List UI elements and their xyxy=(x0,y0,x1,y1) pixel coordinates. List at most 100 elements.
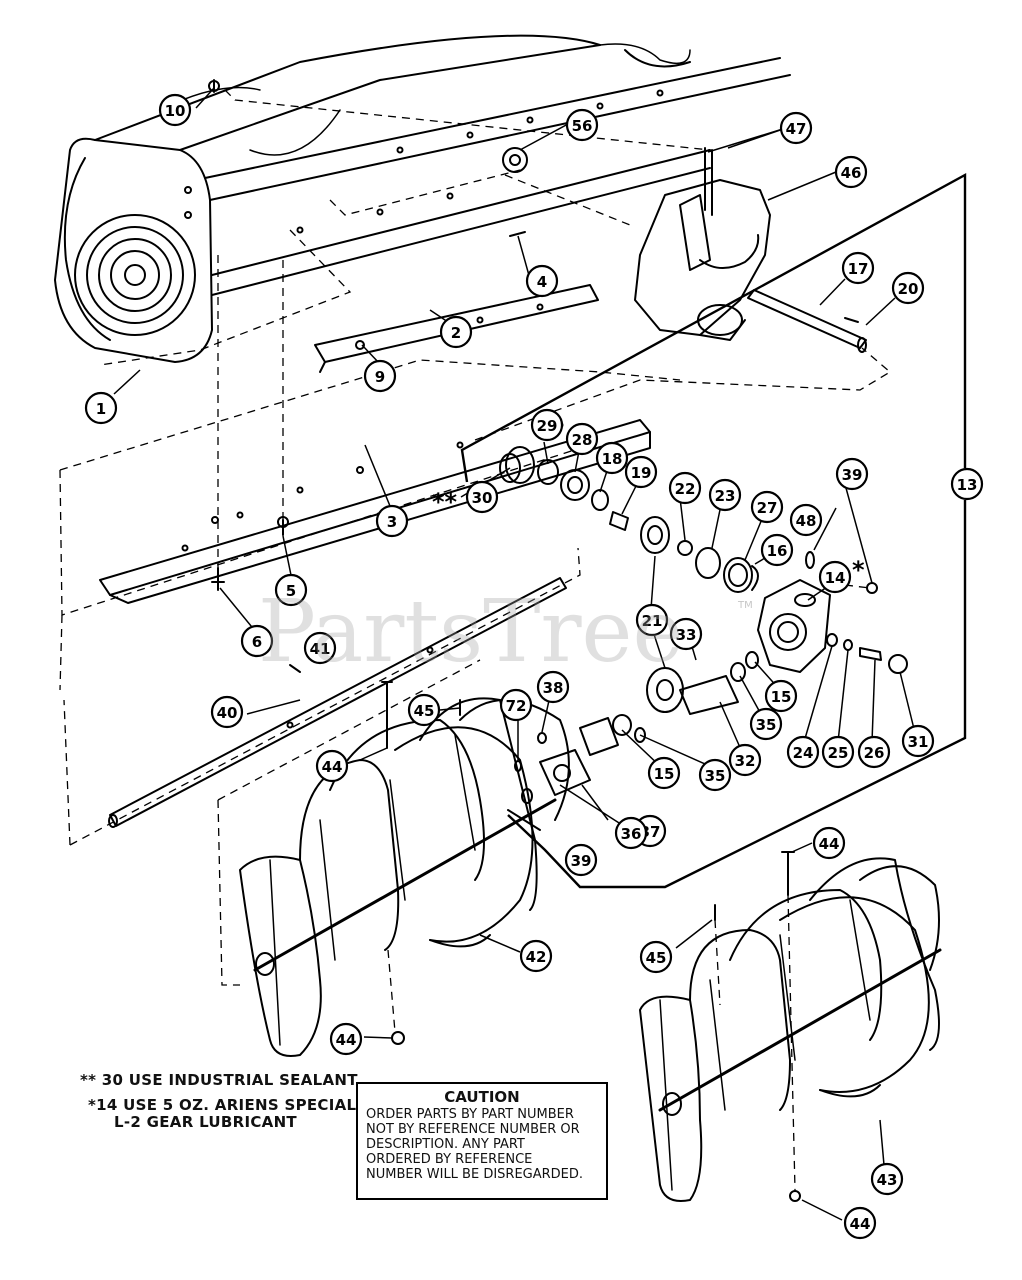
caution-line: ORDER PARTS BY PART NUMBER xyxy=(366,1107,574,1122)
callout-22: 22 xyxy=(668,471,702,505)
callout-circle xyxy=(950,467,984,501)
callout-circle xyxy=(274,573,308,607)
callout-number: 38 xyxy=(543,679,564,697)
callout-circle xyxy=(565,108,599,142)
callout-circle xyxy=(647,756,681,790)
callout-circle xyxy=(834,155,868,189)
callout-circle xyxy=(407,693,441,727)
callout-number: 47 xyxy=(786,120,807,138)
callout-number: 46 xyxy=(841,164,862,182)
trademark-mark: TM xyxy=(738,600,753,611)
callout-number: 56 xyxy=(572,117,593,135)
callout-42: 42 xyxy=(519,939,553,973)
callout-circle xyxy=(329,1022,363,1056)
callout-33: 33 xyxy=(669,617,703,651)
callout-circle xyxy=(525,264,559,298)
callout-circle xyxy=(891,271,925,305)
callout-1: 1 xyxy=(84,391,118,425)
note-lubricant-line1: *14 USE 5 OZ. ARIENS SPECIAL xyxy=(88,1096,357,1114)
caution-box: CAUTION ORDER PARTS BY PART NUMBER NOT B… xyxy=(356,1082,608,1200)
callout-circle xyxy=(303,631,337,665)
callout-number: 26 xyxy=(864,744,885,762)
callout-circle xyxy=(760,533,794,567)
callout-number: 44 xyxy=(336,1031,357,1049)
callout-number: 18 xyxy=(602,450,623,468)
callout-number: 17 xyxy=(848,260,869,278)
callout-circle xyxy=(84,391,118,425)
callout-number: 21 xyxy=(642,612,663,630)
callout-72: 72 xyxy=(499,688,533,722)
double-star-marker: ** xyxy=(432,488,458,516)
callout-38: 38 xyxy=(536,670,570,704)
callout-28: 28 xyxy=(565,422,599,456)
callout-17: 17 xyxy=(841,251,875,285)
caution-line: ORDERED BY REFERENCE xyxy=(366,1152,533,1167)
callout-circle xyxy=(835,457,869,491)
callout-45: 45 xyxy=(639,940,673,974)
callout-5: 5 xyxy=(274,573,308,607)
callout-circle xyxy=(812,826,846,860)
callout-number: 41 xyxy=(310,640,331,658)
callout-24: 24 xyxy=(786,735,820,769)
callout-6: 6 xyxy=(240,624,274,658)
callout-number: 35 xyxy=(756,716,777,734)
callout-number: 2 xyxy=(451,324,461,342)
callout-circle xyxy=(857,735,891,769)
callout-36: 36 xyxy=(614,816,648,850)
callout-circle xyxy=(519,939,553,973)
auger-housing xyxy=(54,34,791,363)
callout-18: 18 xyxy=(595,441,629,475)
gearbox-bracket xyxy=(634,147,771,341)
callout-number: 9 xyxy=(375,368,385,386)
single-star-marker: * xyxy=(852,556,865,584)
callout-number: 24 xyxy=(793,744,814,762)
callout-circle xyxy=(465,480,499,514)
callout-44: 44 xyxy=(812,826,846,860)
callout-19: 19 xyxy=(624,455,658,489)
callout-circle xyxy=(870,1162,904,1196)
callout-number: 36 xyxy=(621,825,642,843)
callout-circle xyxy=(749,707,783,741)
callout-number: 5 xyxy=(286,582,296,600)
callout-43: 43 xyxy=(870,1162,904,1196)
callout-number: 35 xyxy=(705,767,726,785)
callout-circle xyxy=(786,735,820,769)
callout-number: 45 xyxy=(414,702,435,720)
leader-solid-lines xyxy=(113,87,967,1221)
callout-48: 48 xyxy=(789,503,823,537)
callout-number: 28 xyxy=(572,431,593,449)
callout-number: 23 xyxy=(715,487,736,505)
callout-47: 47 xyxy=(779,111,813,145)
callout-circle xyxy=(750,490,784,524)
caution-line: NOT BY REFERENCE NUMBER OR xyxy=(366,1122,580,1137)
callout-number: 25 xyxy=(828,744,849,762)
leader-dashed-lines xyxy=(59,89,892,1191)
callout-number: 44 xyxy=(819,835,840,853)
callout-number: 3 xyxy=(387,513,397,531)
callout-16: 16 xyxy=(760,533,794,567)
callout-number: 13 xyxy=(957,476,978,494)
caution-line: DESCRIPTION. ANY PART xyxy=(366,1137,525,1152)
callout-circle xyxy=(530,408,564,442)
note-sealant: ** 30 USE INDUSTRIAL SEALANT xyxy=(80,1071,358,1089)
callout-circle xyxy=(315,749,349,783)
callout-32: 32 xyxy=(728,743,762,777)
callout-circle xyxy=(821,735,855,769)
callout-number: 15 xyxy=(771,688,792,706)
callout-number: 14 xyxy=(825,569,846,587)
callout-44: 44 xyxy=(843,1206,877,1240)
caution-title: CAUTION xyxy=(444,1088,520,1106)
callout-number: 22 xyxy=(675,480,696,498)
hardware-bolts xyxy=(208,79,801,1202)
callout-circle xyxy=(363,359,397,393)
callout-circle xyxy=(240,624,274,658)
callout-30: 30 xyxy=(465,480,499,514)
callout-35: 35 xyxy=(749,707,783,741)
callout-circle xyxy=(565,422,599,456)
callout-number: 33 xyxy=(676,626,697,644)
callout-31: 31 xyxy=(901,724,935,758)
callout-circle xyxy=(439,315,473,349)
callout-number: 39 xyxy=(842,466,863,484)
callout-26: 26 xyxy=(857,735,891,769)
